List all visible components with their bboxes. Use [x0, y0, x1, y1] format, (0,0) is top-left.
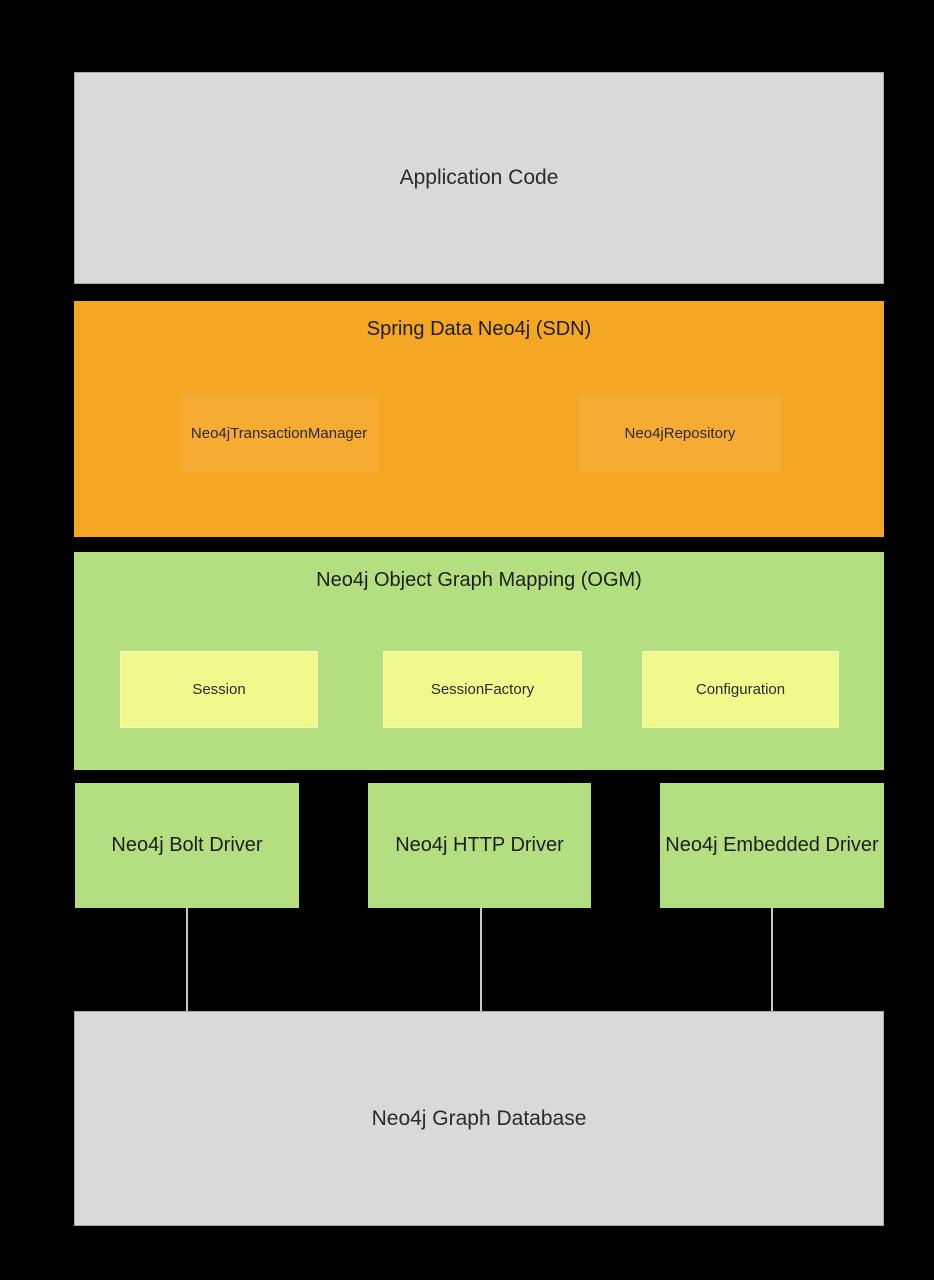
embedded-connector-line	[771, 908, 773, 1011]
transaction-manager-box: Neo4jTransactionManager	[180, 394, 378, 472]
session-label: Session	[192, 681, 246, 698]
repository-box: Neo4jRepository	[578, 394, 782, 472]
http-connector-line	[480, 908, 482, 1011]
sdn-box: Spring Data Neo4j (SDN) Neo4jTransaction…	[74, 301, 884, 537]
transaction-manager-label: Neo4jTransactionManager	[190, 424, 368, 442]
configuration-box: Configuration	[642, 651, 839, 728]
session-box: Session	[120, 651, 318, 728]
session-factory-label: SessionFactory	[430, 681, 535, 698]
configuration-label: Configuration	[695, 681, 786, 698]
application-code-box: Application Code	[74, 72, 884, 284]
http-driver-label: Neo4j HTTP Driver	[395, 834, 564, 856]
database-label: Neo4j Graph Database	[371, 1106, 587, 1130]
sdn-title: Spring Data Neo4j (SDN)	[366, 318, 592, 340]
repository-label: Neo4jRepository	[624, 424, 736, 442]
bolt-connector-line	[186, 908, 188, 1011]
embedded-driver-label: Neo4j Embedded Driver	[665, 834, 879, 856]
http-driver-box: Neo4j HTTP Driver	[368, 783, 591, 908]
database-box: Neo4j Graph Database	[74, 1011, 884, 1226]
ogm-box: Neo4j Object Graph Mapping (OGM) Session…	[74, 552, 884, 770]
application-code-label: Application Code	[399, 166, 559, 189]
embedded-driver-box: Neo4j Embedded Driver	[660, 783, 884, 908]
session-factory-box: SessionFactory	[383, 651, 582, 728]
bolt-driver-box: Neo4j Bolt Driver	[75, 783, 299, 908]
ogm-title: Neo4j Object Graph Mapping (OGM)	[316, 569, 642, 591]
bolt-driver-label: Neo4j Bolt Driver	[111, 834, 263, 856]
